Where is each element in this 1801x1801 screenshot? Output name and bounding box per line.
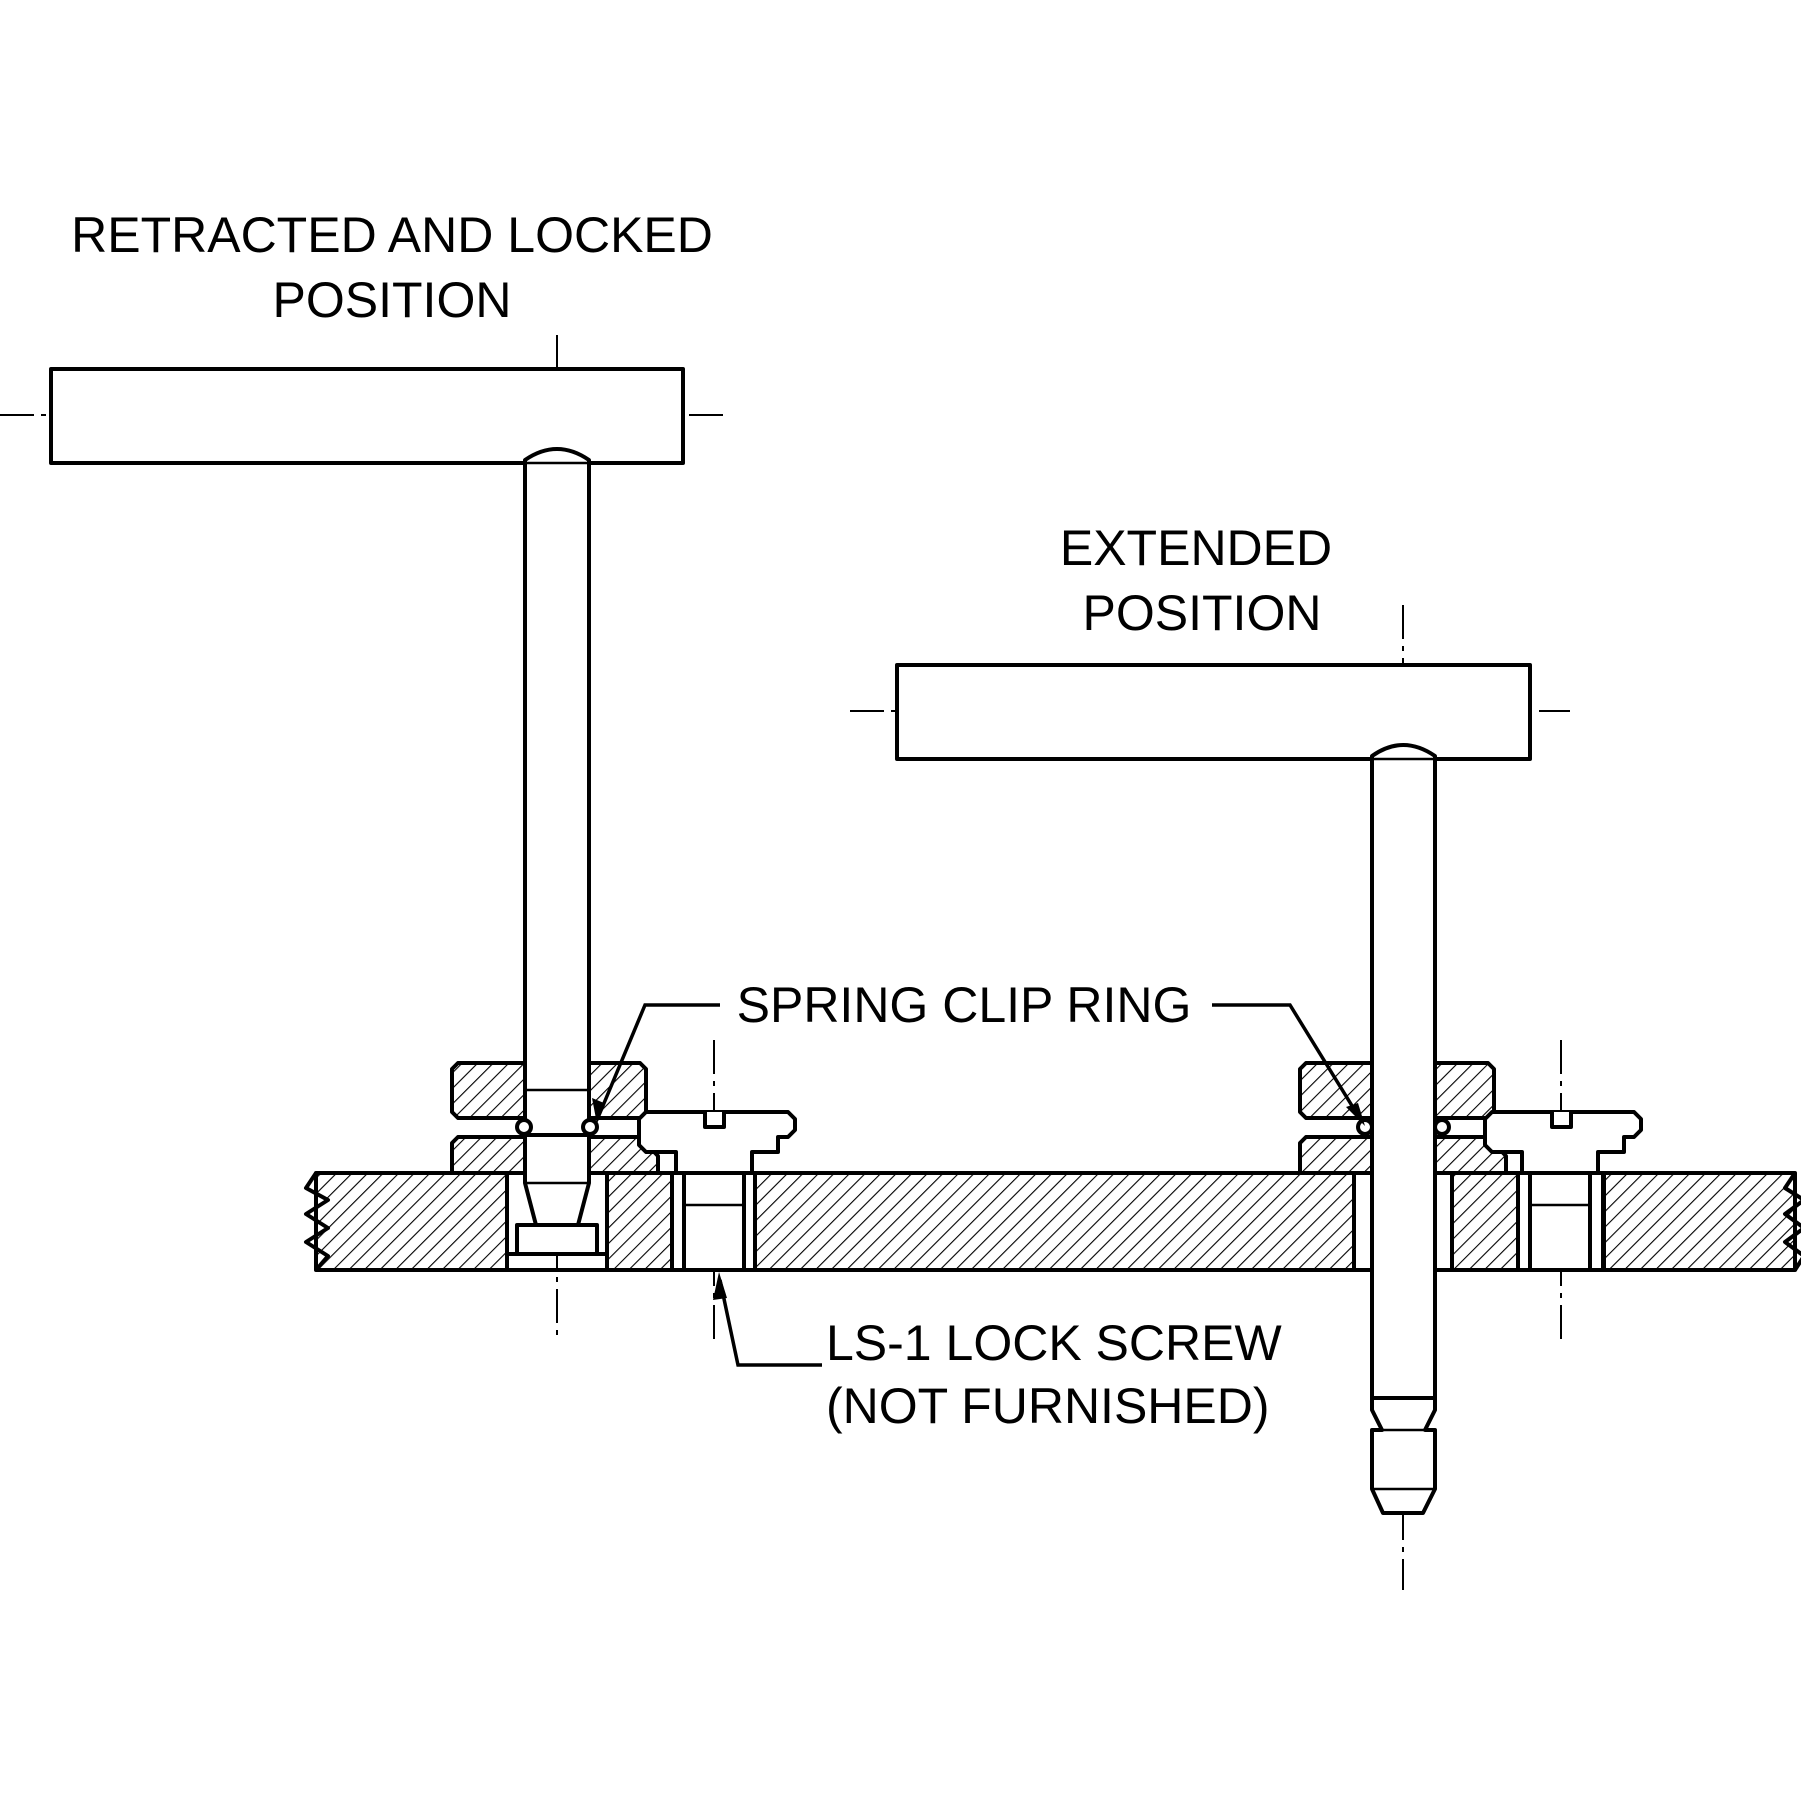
lock-screw-slot-left (703, 1112, 726, 1129)
label-extended-line1: EXTENDED (1060, 520, 1332, 576)
label-spring-clip-ring: SPRING CLIP RING (737, 977, 1192, 1033)
bushing-lower-left (450, 1135, 527, 1175)
retracted-pin-shank (523, 447, 591, 1137)
break-line-left (304, 1171, 330, 1272)
extended-tee-pin (850, 605, 1570, 1590)
spring-clip-ring-right-a (1356, 1118, 1374, 1136)
extended-handle-bar (895, 663, 1532, 761)
retracted-bushing (450, 1061, 671, 1256)
label-lock-screw-line2: (NOT FURNISHED) (826, 1378, 1270, 1434)
lock-screw-shank-left (682, 1171, 746, 1272)
leader-arrow-icon (713, 1272, 727, 1300)
extended-pin-tip (1370, 1396, 1437, 1515)
label-extended-line2: POSITION (1083, 585, 1322, 641)
spring-clip-ring-left-b (581, 1118, 599, 1136)
base-plate-section-far-right (1602, 1171, 1797, 1272)
lock-screw-head-left (637, 1110, 797, 1175)
ext-bushing-upper-right (1433, 1061, 1496, 1120)
retracted-pin-tip (523, 1133, 591, 1227)
spring-clip-ring-left-a (515, 1118, 533, 1136)
leader-spring-clip-left (595, 1003, 720, 1121)
lock-screw-left (637, 1040, 797, 1340)
leader-lock-screw (718, 1279, 822, 1367)
lock-screw-shank-right (1528, 1171, 1592, 1272)
leader-arrow-icon (592, 1098, 604, 1124)
label-retracted-line2: POSITION (273, 272, 512, 328)
extended-pin-shank (1370, 743, 1437, 1400)
ext-bushing-lower-left (1298, 1135, 1374, 1175)
lock-screw-right (1483, 1040, 1643, 1340)
bushing-upper-left (450, 1061, 527, 1120)
label-retracted-line1: RETRACTED AND LOCKED (71, 207, 713, 263)
spring-clip-ring-right-b (1433, 1118, 1451, 1136)
lock-screw-slot-right (1550, 1112, 1573, 1129)
lock-screw-head-right (1483, 1110, 1643, 1175)
leader-spring-clip-right (1212, 1003, 1364, 1123)
leader-arrow-icon (1346, 1103, 1365, 1126)
retracted-tee-pin (0, 335, 730, 1340)
label-lock-screw-line1: LS-1 LOCK SCREW (826, 1315, 1282, 1371)
leaders (592, 1003, 1365, 1367)
ext-bushing-upper-left (1298, 1061, 1374, 1120)
retracted-pin-bore (515, 1223, 599, 1256)
base-plate-section-left (314, 1171, 509, 1272)
retracted-handle-bar (49, 367, 685, 465)
